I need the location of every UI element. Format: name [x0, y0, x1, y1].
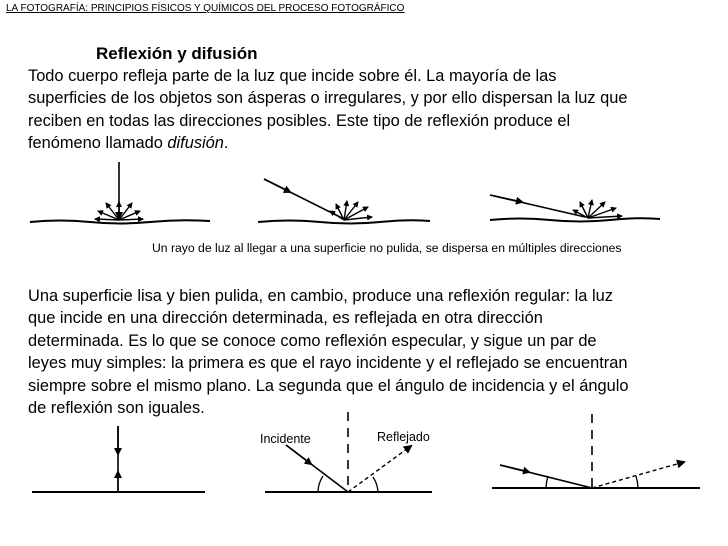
rough-surface: [257, 219, 431, 225]
diffusion-diagrams: [29, 162, 661, 225]
incident-arrow: [489, 194, 524, 205]
paragraph-line: Una superficie lisa y bien pulida, en ca…: [28, 287, 613, 305]
paragraph-specular: Una superficie lisa y bien pulida, en ca…: [28, 285, 628, 419]
reflection-angle-arc: [372, 476, 379, 493]
scattered-rays: [329, 200, 373, 221]
paragraph-line: que incide en una dirección determinada,…: [28, 309, 543, 328]
paragraph-line: siempre sobre el mismo plano. La segunda…: [28, 376, 629, 395]
reflection-angle-arc: [635, 475, 639, 489]
paragraph-text: .: [223, 134, 229, 153]
paragraph-line: superficies de los objetos son ásperas o…: [28, 89, 628, 108]
incident-arrow: [263, 178, 292, 193]
paragraph-line: reciben en todas las direcciones posible…: [28, 111, 571, 130]
reflected-ray: [347, 444, 413, 493]
paragraph-line: fenómeno llamado difusión.: [28, 132, 628, 154]
section-title: Reflexión y difusión: [96, 44, 258, 63]
emphasis-term: difusión: [167, 134, 224, 153]
diffusion-diagram-vertical: [29, 162, 211, 225]
diffusion-diagram-oblique: [257, 178, 431, 225]
paragraph-line: Todo cuerpo refleja parte de la luz que …: [28, 67, 557, 85]
rough-surface: [29, 219, 211, 225]
reflected-ray: [591, 459, 686, 489]
paragraph-text: fenómeno llamado: [28, 134, 168, 153]
paragraph-line: leyes muy simples: la primera es que el …: [28, 354, 628, 373]
diffusion-diagram-grazing: [489, 194, 661, 223]
paragraph-line: de reflexión son iguales.: [28, 399, 205, 418]
diffusion-caption: Un rayo de luz al llegar a una superfici…: [152, 241, 622, 255]
incidence-angle-arc: [545, 475, 549, 489]
specular-diagram-oblique: [492, 414, 700, 489]
incident-arrow: [499, 464, 531, 475]
scattered-rays: [94, 201, 144, 223]
page-header: LA FOTOGRAFÍA: PRINCIPIOS FÍSICOS Y QUÍM…: [6, 3, 405, 14]
specular-diagram-normal: [32, 426, 205, 493]
rough-surface: [489, 217, 661, 223]
incidence-angle-arc: [317, 475, 324, 493]
paragraph-diffusion: Todo cuerpo refleja parte de la luz que …: [28, 65, 628, 155]
specular-diagrams: Incidente Reflejado: [32, 412, 700, 493]
incident-label: Incidente: [260, 432, 311, 446]
scattered-rays: [572, 199, 623, 220]
incident-arrow: [285, 444, 313, 466]
reflected-label: Reflejado: [377, 430, 430, 444]
paragraph-line: determinada. Es lo que se conoce como re…: [28, 331, 597, 350]
specular-diagram-labelled: Incidente Reflejado: [260, 412, 432, 493]
